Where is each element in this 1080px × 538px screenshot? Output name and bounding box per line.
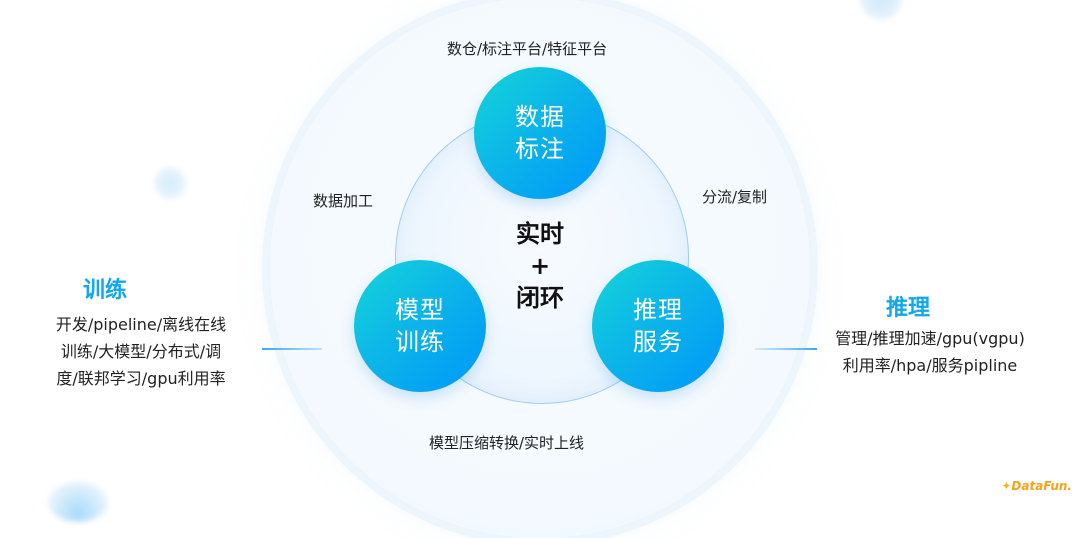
node-model-training: 模型 训练 [354, 260, 486, 392]
logo-text: DataFun. [1011, 479, 1072, 493]
edge-label-top: 数仓/标注平台/特征平台 [447, 40, 608, 58]
training-title: 训练 [83, 278, 128, 303]
node-label-line2: 服务 [633, 328, 683, 356]
connector-right [755, 348, 817, 350]
inference-line-1: 管理/推理加速/gpu(vgpu) [835, 329, 1025, 348]
inference-title: 推理 [886, 296, 931, 321]
node-inference-service: 推理 服务 [592, 260, 724, 392]
decorative-blob-bottom-left [48, 482, 108, 522]
node-label-line1: 数据 [515, 103, 565, 131]
inference-description: 管理/推理加速/gpu(vgpu) 利用率/hpa/服务pipline [815, 325, 1045, 379]
node-label-line1: 推理 [633, 296, 683, 324]
logo-spark-icon: ✦ [1001, 479, 1012, 493]
inference-line-2: 利用率/hpa/服务pipline [842, 356, 1018, 375]
training-line-3: 度/联邦学习/gpu利用率 [56, 369, 226, 388]
center-label: 实时 + 闭环 [490, 218, 590, 314]
datafun-logo: ✦DataFun. [1001, 479, 1072, 493]
node-label-line1: 模型 [395, 296, 445, 324]
edge-label-right: 分流/复制 [702, 188, 768, 206]
decorative-blob-top-right [860, 0, 902, 20]
decorative-blob-left [154, 167, 186, 199]
edge-label-left: 数据加工 [313, 192, 374, 210]
edge-label-bottom: 模型压缩转换/实时上线 [429, 434, 585, 452]
center-line-realtime: 实时 [516, 220, 564, 248]
node-label-line2: 训练 [395, 328, 445, 356]
center-line-closed-loop: 闭环 [516, 284, 564, 312]
center-line-plus: + [529, 252, 551, 280]
training-description: 开发/pipeline/离线在线 训练/大模型/分布式/调 度/联邦学习/gpu… [38, 311, 244, 392]
node-data-annotation: 数据 标注 [474, 67, 606, 199]
training-line-2: 训练/大模型/分布式/调 [60, 342, 222, 361]
connector-left [262, 348, 322, 350]
node-label-line2: 标注 [515, 135, 565, 163]
training-line-1: 开发/pipeline/离线在线 [55, 315, 227, 334]
